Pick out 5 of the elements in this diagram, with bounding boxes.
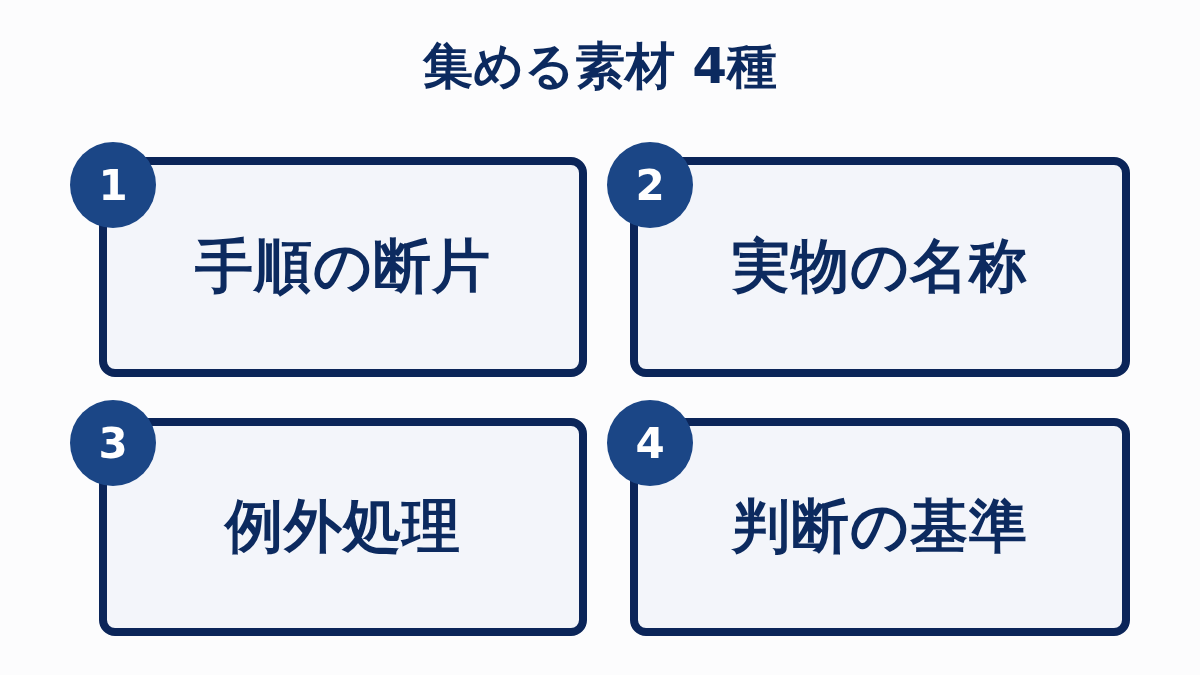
number-badge: 1	[70, 142, 156, 228]
number-badge: 3	[70, 400, 156, 486]
title: 集める素材 4種	[422, 36, 778, 96]
number-badge: 2	[607, 142, 693, 228]
number-badge: 4	[607, 400, 693, 486]
